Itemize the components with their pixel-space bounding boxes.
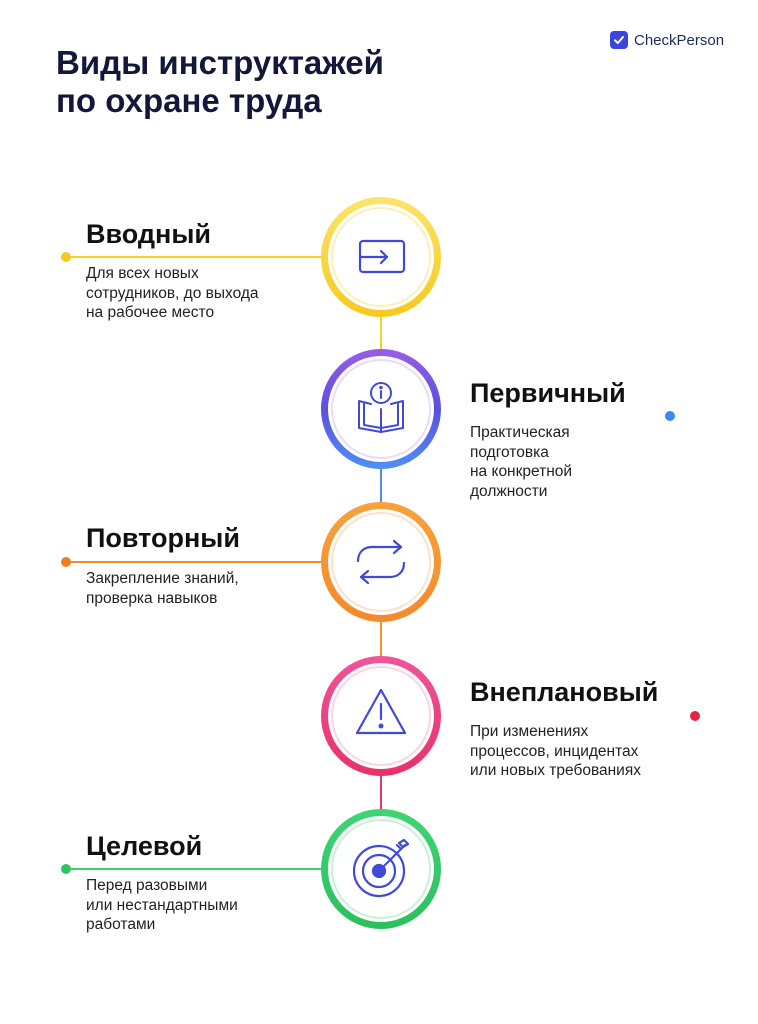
check-icon — [610, 31, 628, 49]
desc-line: Практическая — [470, 424, 570, 441]
target-icon — [352, 838, 410, 898]
desc-line: Для всех новых — [86, 265, 199, 282]
step-description-vvodny: Для всех новых сотрудников, до выхода на… — [86, 264, 301, 323]
connector-vneplanovy — [440, 711, 700, 721]
title-line-2: по охране труда — [56, 82, 322, 119]
desc-line: на рабочее место — [86, 304, 215, 321]
step-heading-pervichny: Первичный — [470, 378, 626, 408]
desc-line: процессов, инцидентах — [470, 742, 639, 760]
step-description-povtorny: Закрепление знаний, проверка навыков — [86, 569, 301, 608]
desc-line: сотрудников, до выхода — [86, 284, 259, 302]
desc-line: проверка навыков — [86, 589, 218, 607]
page-title: Виды инструктажей по охране труда — [56, 44, 476, 120]
desc-line: или нестандартными — [86, 896, 238, 914]
desc-line: Закрепление знаний, — [86, 570, 239, 587]
desc-line: работами — [86, 916, 156, 933]
step-description-pervichny: Практическая подготовка на конкретной до… — [470, 423, 685, 501]
connector-povtorny — [61, 557, 322, 567]
brand-logo: CheckPerson — [610, 31, 724, 49]
sign-in-icon — [358, 239, 406, 274]
desc-line: подготовка — [470, 443, 549, 461]
step-heading-vvodny: Вводный — [86, 219, 211, 249]
step-description-tselevoy: Перед разовыми или нестандартными работа… — [86, 876, 301, 935]
brand-name: CheckPerson — [634, 31, 725, 49]
connector-pervichny — [440, 411, 675, 421]
desc-line: Перед разовыми — [86, 877, 208, 894]
step-description-vneplanovy: При изменениях процессов, инцидентах или… — [470, 722, 685, 781]
step-circle-povtorny — [321, 502, 441, 622]
desc-line: должности — [470, 482, 548, 500]
step-heading-povtorny: Повторный — [86, 523, 240, 553]
title-line-1: Виды инструктажей — [56, 44, 384, 81]
book-info-icon — [358, 382, 404, 433]
desc-line: или новых требованиях — [470, 762, 641, 779]
repeat-icon — [356, 539, 406, 585]
step-heading-vneplanovy: Внеплановый — [470, 677, 659, 707]
desc-line: При изменениях — [470, 723, 589, 740]
connector-vvodny — [61, 252, 322, 262]
desc-line: на конкретной — [470, 463, 573, 480]
warning-icon — [355, 688, 407, 735]
connector-tselevoy — [61, 864, 322, 874]
step-heading-tselevoy: Целевой — [86, 831, 203, 861]
